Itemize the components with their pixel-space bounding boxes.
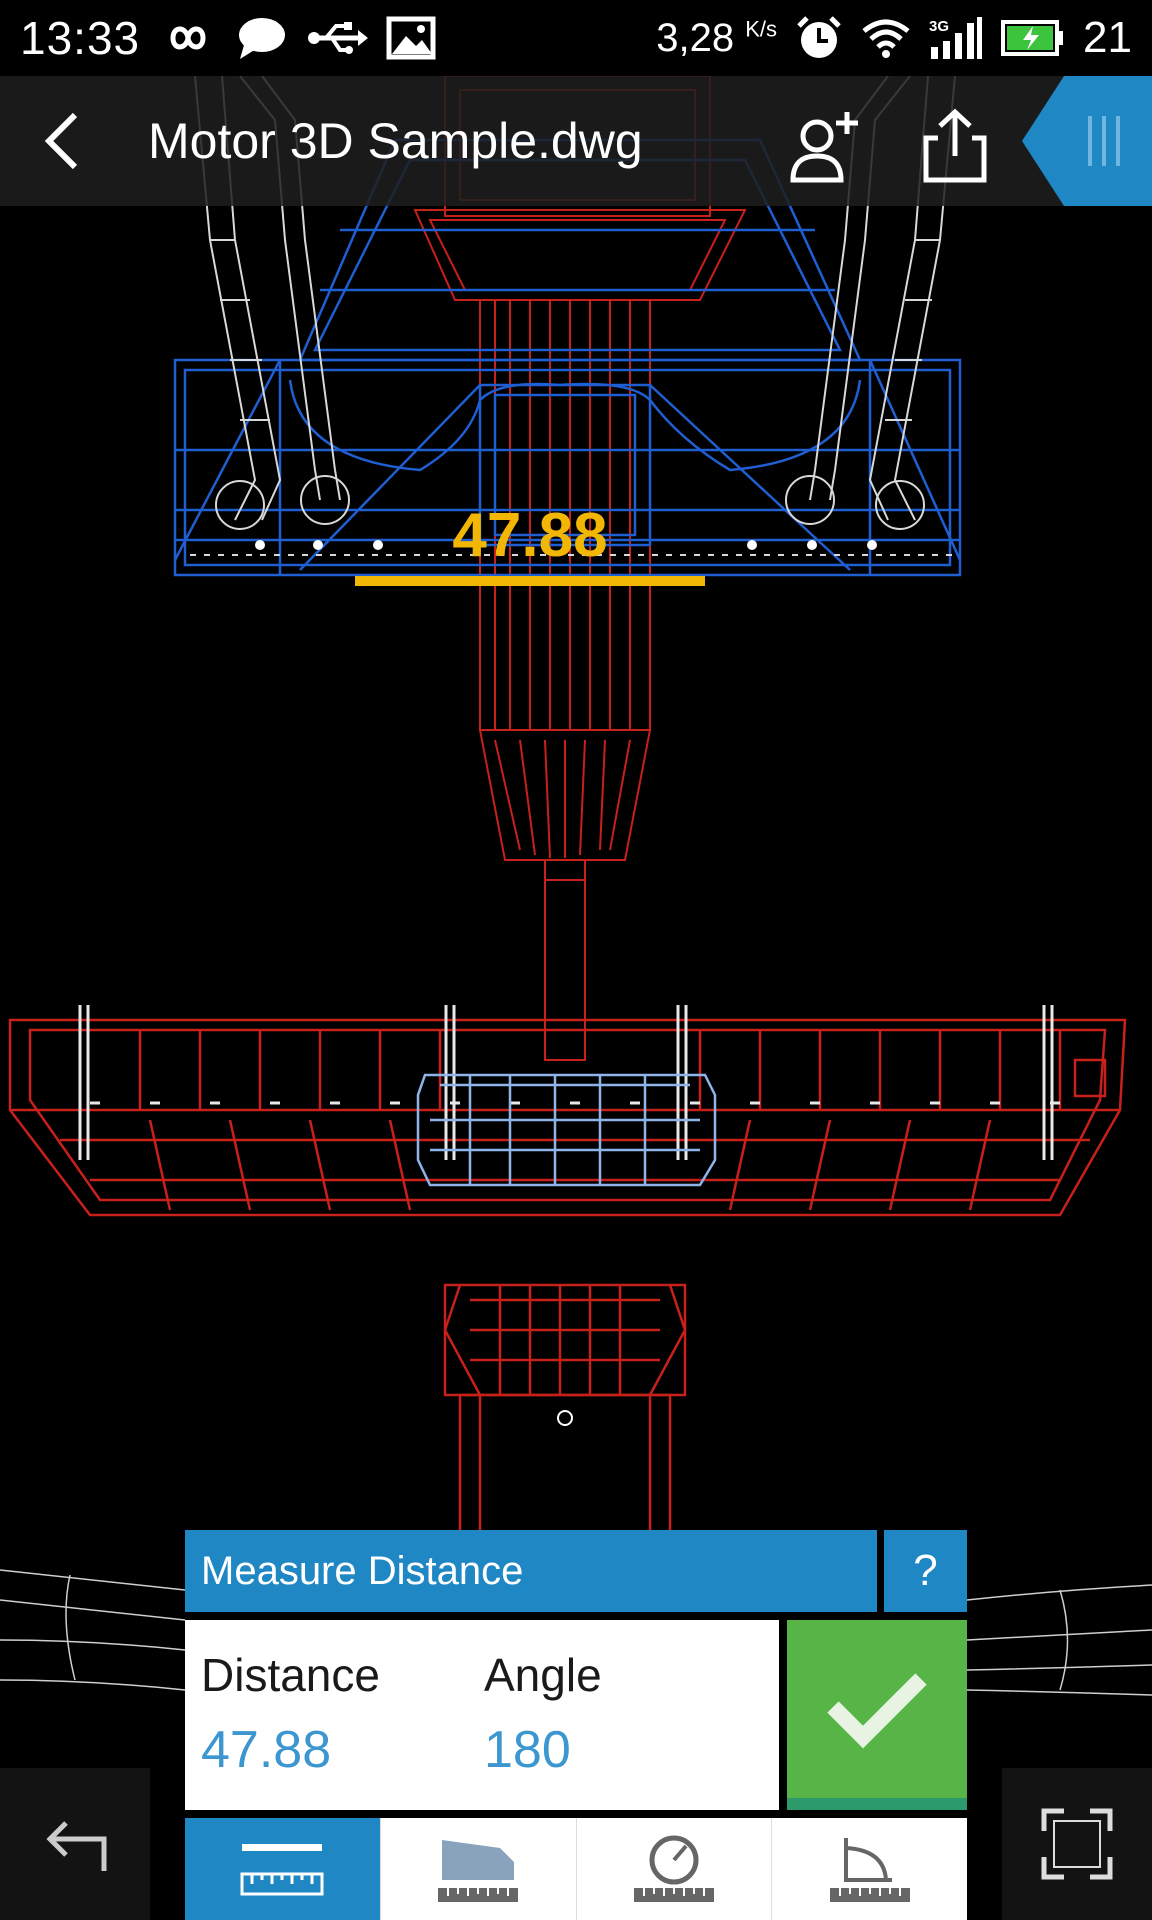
distance-value: 47.88 — [201, 1721, 332, 1779]
panel-handle-icon — [1022, 76, 1152, 206]
wifi-icon — [861, 17, 911, 59]
alarm-icon — [795, 14, 843, 62]
network-speed-value: 3,28 — [656, 15, 735, 60]
ruler-distance-icon — [240, 1844, 324, 1896]
fullscreen-button[interactable] — [1002, 1768, 1152, 1920]
angle-label: Angle — [484, 1649, 602, 1701]
wireframe-red-base — [8, 1018, 1127, 1537]
distance-label: Distance — [201, 1649, 380, 1701]
infinity-icon — [158, 18, 218, 58]
fullscreen-icon — [1041, 1808, 1113, 1880]
status-left: 13:33 — [20, 11, 436, 65]
share-user-button[interactable] — [780, 101, 870, 191]
measure-dots — [255, 540, 877, 550]
back-button[interactable] — [22, 101, 102, 181]
angle-value: 180 — [484, 1721, 571, 1779]
chevron-left-icon — [44, 112, 78, 170]
status-bar: 13:33 3,28 K/s 3G — [0, 0, 1152, 76]
status-time: 13:33 — [20, 12, 141, 64]
network-type: 3G — [929, 18, 949, 35]
side-panel-tab[interactable] — [1022, 76, 1152, 206]
export-button[interactable] — [910, 101, 1000, 191]
measure-line — [355, 576, 705, 586]
help-button[interactable]: ? — [884, 1530, 967, 1612]
chat-bubble-icon — [236, 15, 288, 61]
measure-title: Measure Distance — [201, 1548, 524, 1593]
app-bar: Motor 3D Sample.dwg — [0, 76, 1152, 206]
snap-marker — [557, 1410, 573, 1426]
undo-arrow-icon — [46, 1821, 107, 1871]
document-title: Motor 3D Sample.dwg — [148, 113, 643, 169]
radius-icon — [633, 1835, 714, 1902]
measure-tools — [185, 1818, 967, 1920]
status-right: 3,28 K/s 3G 21 — [656, 13, 1132, 63]
signal-icon: 3G — [929, 15, 983, 61]
wireframe-white-crossbars — [0, 1569, 1152, 1696]
tool-distance[interactable] — [185, 1818, 381, 1920]
share-upload-icon — [923, 108, 987, 183]
arc-icon — [829, 1838, 910, 1902]
tool-arc[interactable] — [772, 1818, 967, 1920]
network-speed: 3,28 K/s — [656, 16, 777, 61]
wireframe-white-posts — [78, 1005, 1080, 1160]
checkmark-icon — [827, 1673, 927, 1749]
confirm-button[interactable] — [787, 1620, 967, 1810]
battery-percent: 21 — [1083, 13, 1132, 62]
measure-readout: Distance 47.88 Angle 180 — [185, 1620, 779, 1810]
tool-radius[interactable] — [577, 1818, 773, 1920]
measure-header: Measure Distance — [185, 1530, 877, 1612]
network-speed-unit: K/s — [745, 16, 778, 42]
wireframe-lightblue-core — [416, 1073, 717, 1187]
battery-icon — [1001, 20, 1065, 56]
image-icon — [386, 16, 436, 60]
area-icon — [438, 1840, 519, 1902]
measure-value-label: 47.88 — [452, 501, 608, 570]
undo-button[interactable] — [0, 1768, 150, 1920]
usb-icon — [306, 18, 369, 58]
tool-area[interactable] — [381, 1818, 577, 1920]
add-person-icon — [790, 112, 858, 183]
